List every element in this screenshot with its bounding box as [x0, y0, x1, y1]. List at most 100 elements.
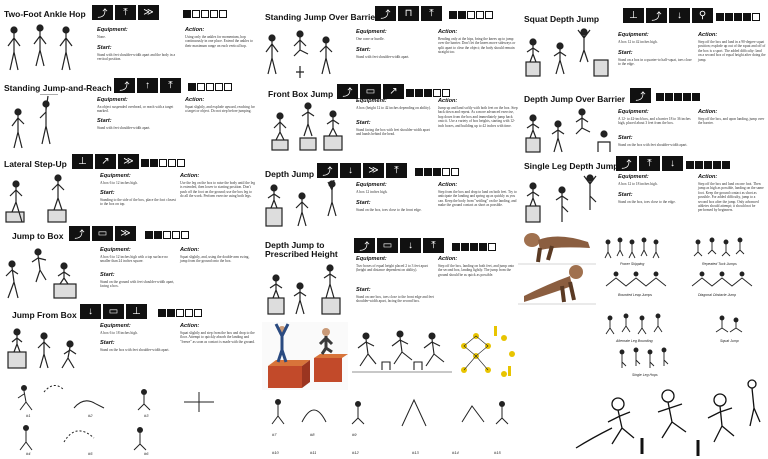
- section-title: Front Box Jump: [268, 89, 334, 99]
- jump-icon: ⤴: [616, 156, 637, 171]
- section-title: Squat Depth Jump: [524, 14, 600, 24]
- start-text: Stand on one box, toes close to the fron…: [356, 295, 434, 304]
- icon-strip: ⤴: [630, 88, 651, 103]
- equipment-label: Equipment:: [97, 27, 128, 33]
- difficulty-rating: [656, 93, 700, 101]
- sprint-icon: ≫: [138, 5, 159, 20]
- section-title: Single Leg Depth Jump: [524, 161, 619, 171]
- section-title: Depth Jump to Prescribed Height: [265, 240, 338, 259]
- icon-strip: ⤴ ▭ ≫: [69, 226, 136, 241]
- start-label: Start:: [356, 47, 371, 53]
- box-icon: ▭: [360, 84, 381, 99]
- jump-icon: ⤴: [114, 78, 135, 93]
- figure-label: #14: [452, 450, 459, 455]
- section-front-box-jump: Front Box Jump ⤴ ▭ ↗ Equipment: A box (h…: [260, 82, 522, 162]
- action-text: Squat slightly, and, using the double-ar…: [180, 255, 250, 264]
- figure-label: #12: [352, 450, 359, 455]
- equipment-label: Equipment:: [356, 256, 387, 262]
- action-text: Step off the box, landing on both feet, …: [438, 264, 515, 277]
- action-label: Action:: [185, 97, 205, 103]
- section-title: Depth Jump Over Barrier: [524, 94, 626, 104]
- section-standing-jump-and-reach: Standing Jump-and-Reach ⤴ ↑ ⤒ Equipment:…: [0, 78, 258, 156]
- jump-icon: ⤴: [337, 84, 358, 99]
- start-label: Start:: [100, 190, 115, 196]
- start-label: Start:: [97, 45, 112, 51]
- drill-caption: Diagonal Obstacle Jump: [698, 293, 736, 297]
- action-text: Using only the ankles for momentum, hop …: [185, 35, 253, 48]
- drill-caption: Power Skipping: [620, 262, 644, 266]
- start-label: Start:: [356, 287, 371, 293]
- figure-label: #3: [144, 413, 149, 418]
- equipment-text: A box (height 12 to 42 inches depending …: [356, 106, 432, 110]
- hurdle-run-sketch: [352, 330, 452, 373]
- section-depth-jump-prescribed-height: Depth Jump to Prescribed Height ⤴ ▭ ↓ ⤒ …: [260, 234, 522, 326]
- depth-jump-figures: [265, 180, 337, 227]
- action-label: Action:: [438, 182, 458, 188]
- column-3: Squat Depth Jump ⊥ ⤴ ↓ ⚲ Equipment: A bo…: [518, 0, 768, 459]
- action-label: Action:: [180, 173, 200, 179]
- lateral-step-up-figures: [5, 174, 67, 223]
- leap-icon: ⤒: [160, 78, 181, 93]
- equipment-text: One cone or hurdle.: [356, 37, 385, 41]
- action-label: Action:: [698, 174, 718, 180]
- section-lateral-step-up: Lateral Step-Up ⊥ ↗ ≫ Equipment: A box 6…: [0, 152, 258, 228]
- equipment-text: A box 12 inches high.: [356, 190, 388, 194]
- drop-icon: ↓: [669, 8, 690, 23]
- drill-caption: Single Leg Hops: [632, 373, 658, 377]
- action-text: Squat slightly and step from the box and…: [180, 331, 255, 344]
- action-text: Step off the box and land in a 90-degree…: [698, 40, 766, 62]
- equipment-label: Equipment:: [618, 174, 649, 180]
- icon-strip: ⊥ ⤴ ↓ ⚲: [623, 8, 713, 23]
- section-jump-to-box: Jump to Box ⤴ ▭ ≫ Equipment: A box 6 to …: [0, 222, 258, 302]
- box-icon: ▭: [103, 304, 124, 319]
- jump-over-barrier-figures: [265, 30, 333, 78]
- drop-icon: ↓: [662, 156, 683, 171]
- action-text: Step from the box and drop to land on bo…: [438, 190, 517, 208]
- jump-icon: ⤴: [375, 6, 396, 21]
- section-depth-jump: Depth Jump ⤴ ↓ ≫ ⤒ Equipment: A box 12 i…: [260, 158, 522, 236]
- icon-strip: ⤴ ▭ ↓ ⤒: [354, 238, 444, 253]
- jump-icon: ⤴: [354, 238, 375, 253]
- start-text: Stand on the box with feet shoulder-widt…: [618, 143, 688, 147]
- difficulty-rating: [406, 89, 450, 97]
- action-label: Action:: [180, 323, 200, 329]
- equipment-label: Equipment:: [97, 97, 128, 103]
- section-title: Jump From Box: [12, 310, 77, 320]
- action-text: Squat slightly, and explode upward, reac…: [185, 105, 255, 114]
- land-icon: ⊥: [126, 304, 147, 319]
- start-text: Stand facing the box with feet shoulder-…: [356, 128, 430, 137]
- single-leg-icon: ⤒: [639, 156, 660, 171]
- equipment-label: Equipment:: [100, 323, 131, 329]
- action-label: Action:: [438, 29, 458, 35]
- equipment-text: A box 6 to 18 inches high.: [100, 331, 138, 335]
- drill-caption: Repeated Tuck Jumps: [702, 262, 737, 266]
- figure-label: #6: [144, 451, 149, 456]
- jump-icon: ⤴: [630, 88, 651, 103]
- start-text: Stand on the box with feet shoulder-widt…: [100, 348, 170, 352]
- equipment-text: A box 12 to 42 inches high.: [618, 40, 658, 44]
- action-text: Jump up and land softly with both feet o…: [438, 106, 518, 128]
- section-title: Standing Jump Over Barrier: [265, 12, 379, 22]
- action-text: Bending only at the hips, bring the knee…: [438, 37, 516, 55]
- equipment-text: An object suspended overhead, or reach w…: [97, 105, 174, 114]
- section-single-leg-depth-jump: Single Leg Depth Jump ⤴ ⤒ ↓ Equipment: A…: [518, 154, 768, 236]
- sprint-icon: ≫: [115, 226, 136, 241]
- single-leg-depth-jump-figures: [525, 174, 597, 223]
- leap-icon: ⤒: [423, 238, 444, 253]
- icon-strip: ⤴ ⤒ ↓: [616, 156, 683, 171]
- action-label: Action:: [698, 109, 718, 115]
- drill-figures-grid-2: #7 #8 #9 #10 #11 #12 #13 #14 #15: [271, 398, 509, 455]
- difficulty-rating: [145, 231, 189, 239]
- section-jump-from-box: Jump From Box ↓ ▭ ⊥ Equipment: A box 6 t…: [0, 298, 258, 378]
- sprint-icon: ≫: [363, 163, 384, 178]
- figure-label: #7: [272, 432, 277, 437]
- squat-icon: ⊥: [623, 8, 644, 23]
- start-label: Start:: [618, 192, 633, 198]
- equipment-text: A box 6 to 12 inches high with a top sur…: [100, 255, 168, 264]
- box-icon: ▭: [92, 226, 113, 241]
- jump-icon: ⤴: [646, 8, 667, 23]
- section-title: Standing Jump-and-Reach: [4, 83, 112, 93]
- equipment-label: Equipment:: [356, 29, 387, 35]
- start-label: Start:: [97, 118, 112, 124]
- difficulty-rating: [158, 309, 202, 317]
